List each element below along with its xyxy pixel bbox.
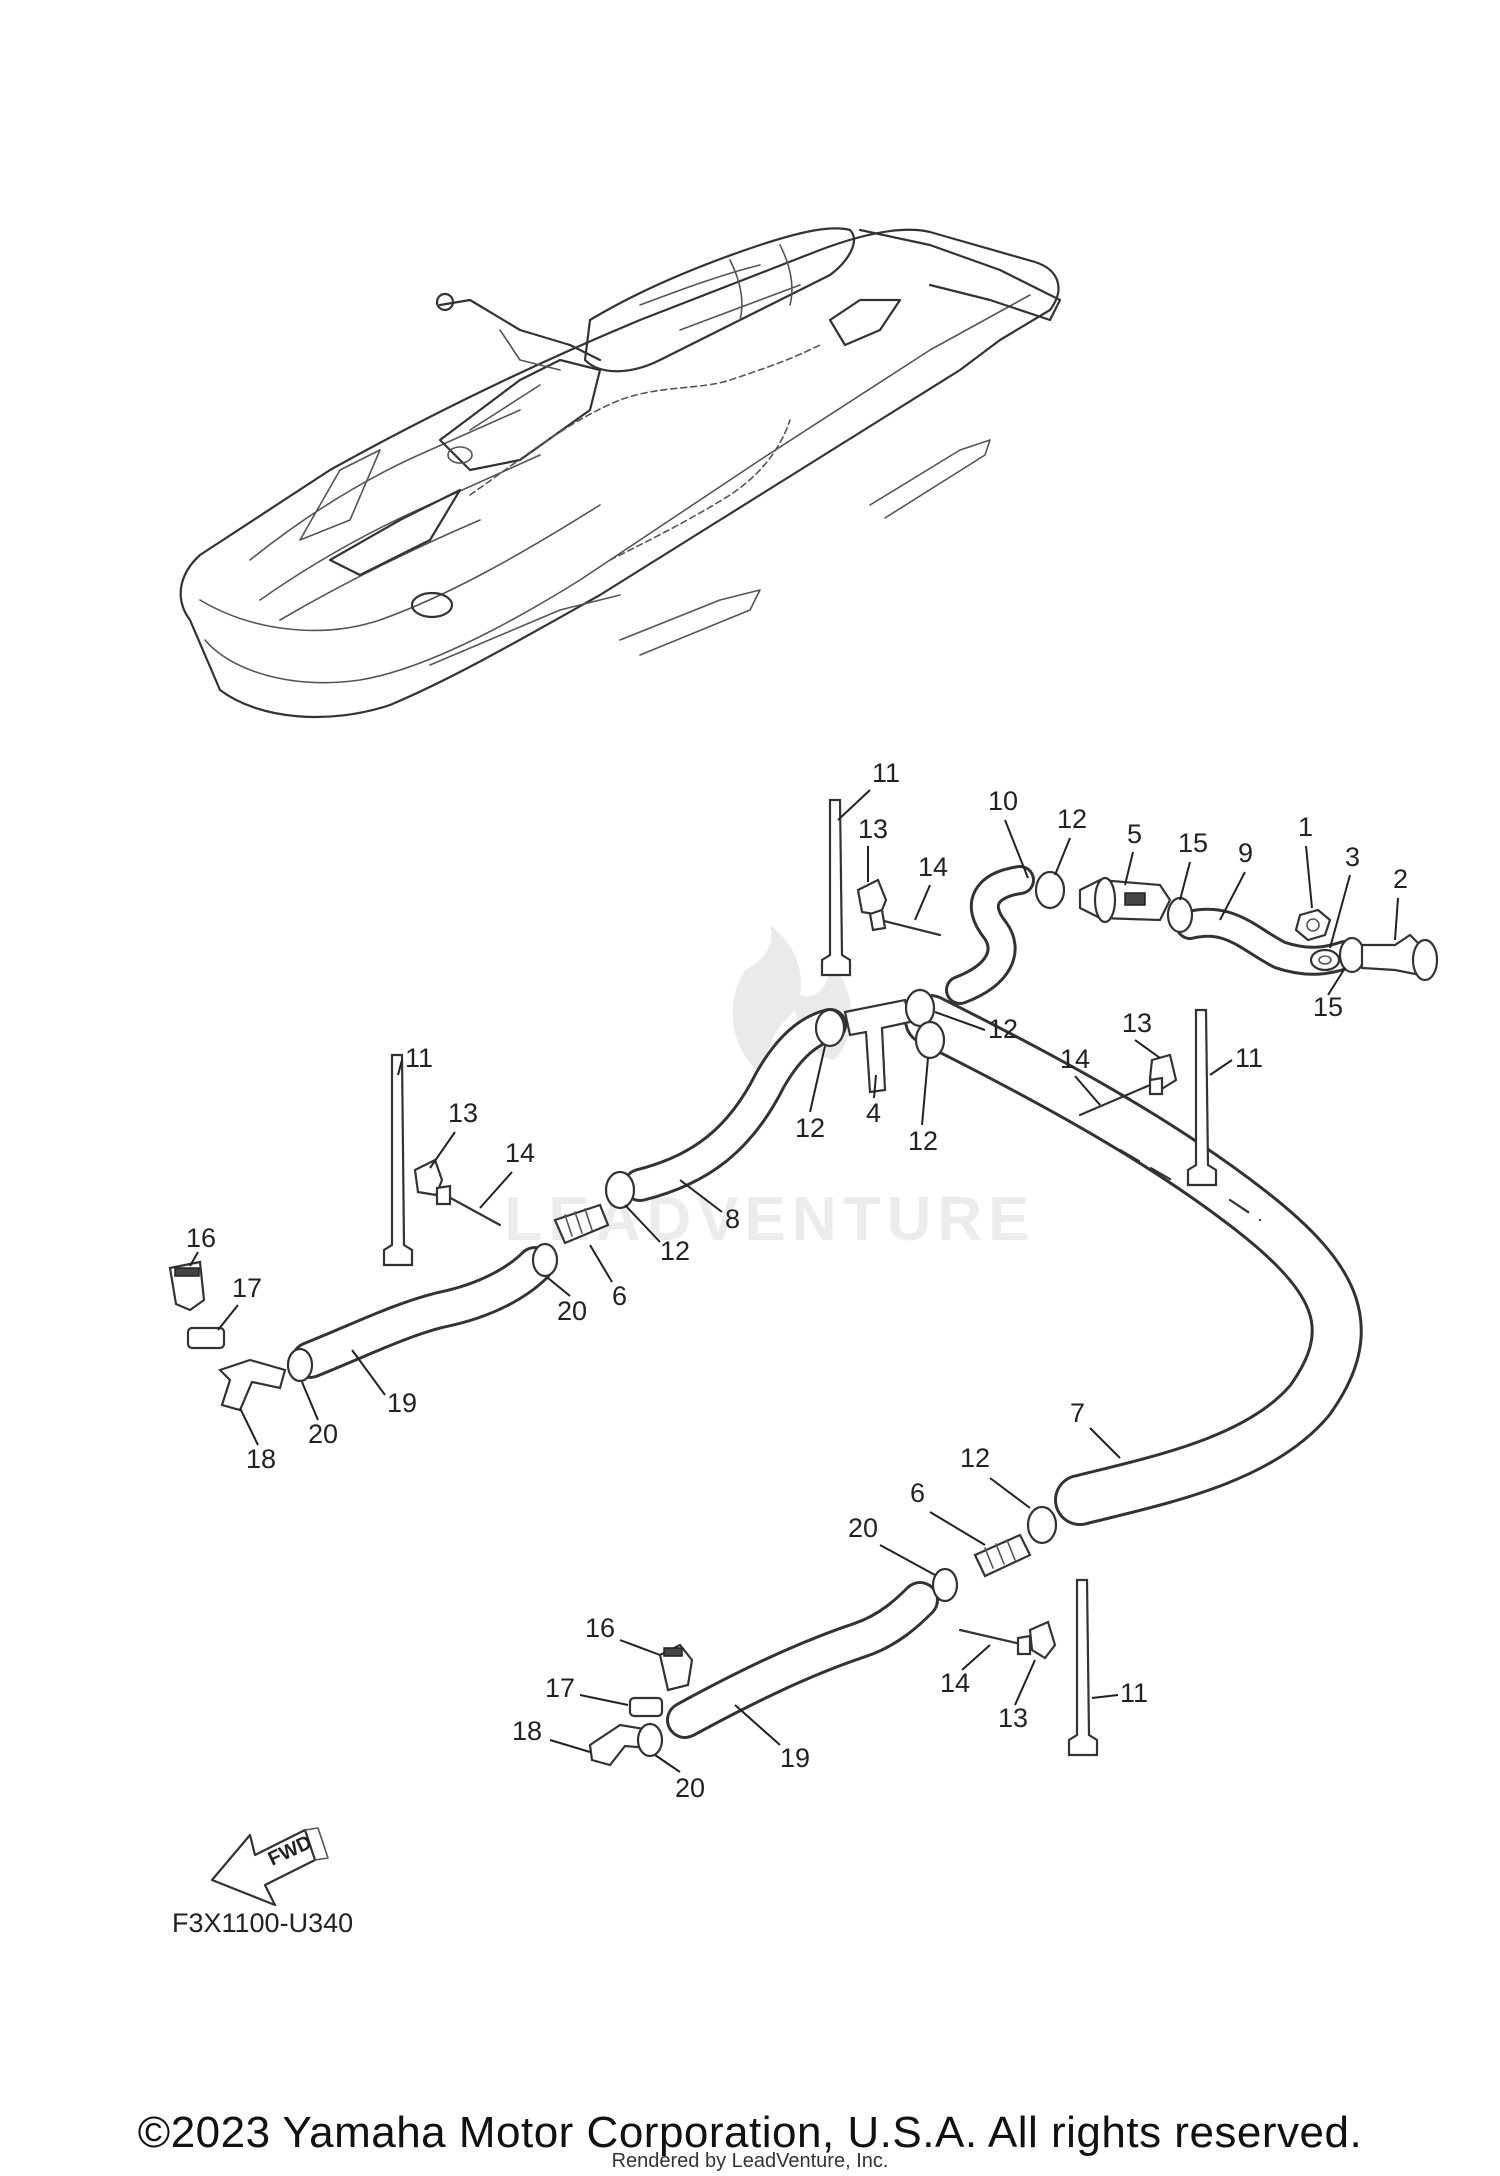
callout-12: 12 xyxy=(960,1443,990,1473)
callout-13: 13 xyxy=(448,1098,478,1128)
callout-14: 14 xyxy=(918,852,948,882)
drawing-code: F3X1100-U340 xyxy=(172,1908,353,1938)
hose-8 xyxy=(623,1008,847,1202)
callout-6: 6 xyxy=(910,1478,925,1508)
callout-11: 11 xyxy=(1120,1678,1148,1708)
callout-13: 13 xyxy=(998,1703,1028,1733)
callout-6: 6 xyxy=(612,1281,627,1311)
callout-13: 13 xyxy=(858,814,888,844)
callout-18: 18 xyxy=(246,1444,276,1474)
watercraft-illustration xyxy=(179,227,1062,719)
callout-20: 20 xyxy=(308,1419,338,1449)
hose-19-lower xyxy=(666,1581,939,1739)
callouts: 11 10 12 5 15 9 1 3 2 15 13 14 12 12 4 1… xyxy=(186,758,1408,1803)
callout-20: 20 xyxy=(675,1773,705,1803)
callout-14: 14 xyxy=(940,1668,970,1698)
callout-11: 11 xyxy=(405,1043,433,1073)
callout-5: 5 xyxy=(1127,819,1142,849)
callout-16: 16 xyxy=(585,1613,615,1643)
callout-19: 19 xyxy=(780,1743,810,1773)
callout-4: 4 xyxy=(866,1098,881,1128)
callout-8: 8 xyxy=(725,1204,740,1234)
callout-12: 12 xyxy=(988,1014,1018,1044)
callout-13: 13 xyxy=(1122,1008,1152,1038)
callout-18: 18 xyxy=(512,1716,542,1746)
callout-19: 19 xyxy=(387,1388,417,1418)
callout-12: 12 xyxy=(795,1113,825,1143)
hose-19-upper xyxy=(291,1246,554,1379)
fwd-arrow: FWD xyxy=(210,1827,329,1907)
callout-10: 10 xyxy=(988,786,1018,816)
copyright-notice: ©2023 Yamaha Motor Corporation, U.S.A. A… xyxy=(137,2108,1363,2157)
callout-14: 14 xyxy=(1060,1044,1090,1074)
callout-14: 14 xyxy=(505,1138,535,1168)
callout-16: 16 xyxy=(186,1223,216,1253)
callout-1: 1 xyxy=(1298,812,1313,842)
callout-12: 12 xyxy=(660,1236,690,1266)
callout-12: 12 xyxy=(1057,804,1087,834)
callout-2: 2 xyxy=(1393,864,1408,894)
callout-15: 15 xyxy=(1178,828,1208,858)
hose-10 xyxy=(945,865,1035,1005)
callout-20: 20 xyxy=(557,1296,587,1326)
rendered-by-note: Rendered by LeadVenture, Inc. xyxy=(611,2150,889,2172)
callout-11: 11 xyxy=(872,758,900,788)
small-parts xyxy=(168,798,1439,1767)
callout-17: 17 xyxy=(545,1673,575,1703)
callout-20: 20 xyxy=(848,1513,878,1543)
callout-11: 11 xyxy=(1235,1043,1263,1073)
callout-15: 15 xyxy=(1313,992,1343,1022)
callout-9: 9 xyxy=(1238,838,1253,868)
callout-7: 7 xyxy=(1070,1398,1085,1428)
callout-17: 17 xyxy=(232,1273,262,1303)
callout-12: 12 xyxy=(908,1126,938,1156)
hose-7 xyxy=(904,994,1363,1526)
callout-3: 3 xyxy=(1345,842,1360,872)
